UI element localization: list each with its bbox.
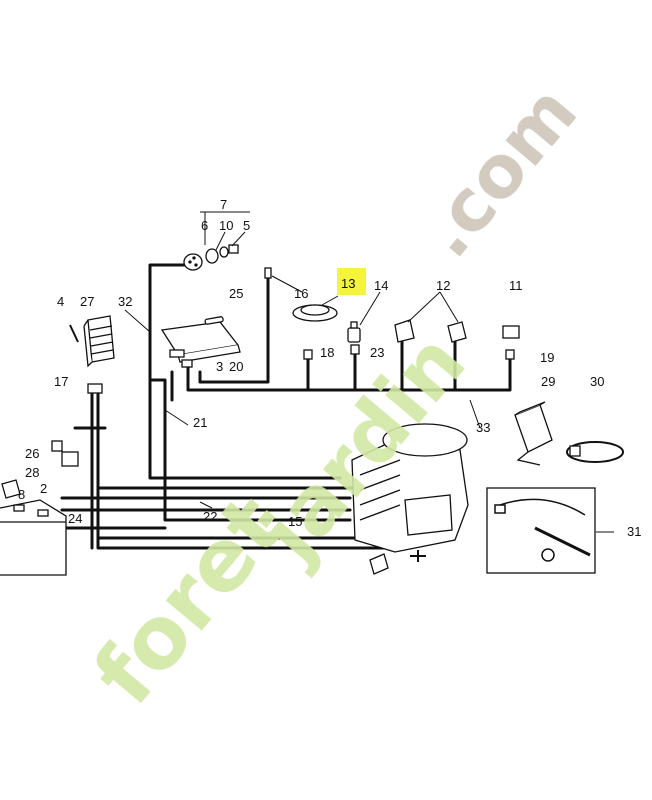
screw-4 xyxy=(69,324,79,343)
callout-30: 30 xyxy=(590,374,604,389)
callout-24: 24 xyxy=(68,511,82,526)
callout-2: 2 xyxy=(40,481,47,496)
callout-3: 3 xyxy=(216,359,223,374)
callout-18: 18 xyxy=(320,345,334,360)
callout-11: 11 xyxy=(509,278,523,293)
callout-26: 26 xyxy=(25,446,39,461)
plug-25 xyxy=(264,267,272,279)
callout-27: 27 xyxy=(80,294,94,309)
wiring-harness xyxy=(60,263,512,550)
connector-18 xyxy=(303,349,313,360)
callout-16: 16 xyxy=(294,286,308,301)
callout-23: 23 xyxy=(370,345,384,360)
callout-4: 4 xyxy=(57,294,64,309)
connector-23 xyxy=(350,344,360,355)
regulator xyxy=(83,315,115,368)
callout-21: 21 xyxy=(193,415,207,430)
callout-10: 10 xyxy=(219,218,233,233)
connector-19 xyxy=(505,349,515,360)
engine xyxy=(351,423,469,562)
relay-11 xyxy=(502,325,520,339)
callout-7: 7 xyxy=(220,197,227,212)
callout-28: 28 xyxy=(25,465,39,480)
leader-lines xyxy=(124,211,614,533)
sensor-16 xyxy=(292,304,338,322)
inset-parts xyxy=(494,498,591,562)
charger-29 xyxy=(514,401,553,466)
callout-13: 13 xyxy=(341,276,355,291)
watermark: foret jardin .com xyxy=(74,70,593,724)
inset-box-31 xyxy=(486,487,596,574)
connector-top xyxy=(183,244,239,271)
callout-15: 15 xyxy=(288,514,302,529)
callout-20: 20 xyxy=(229,359,243,374)
callout-31: 31 xyxy=(627,524,641,539)
control-board xyxy=(160,316,241,368)
switch-12b xyxy=(447,321,467,343)
battery xyxy=(0,499,67,576)
part-28 xyxy=(61,451,79,467)
cable-30 xyxy=(566,441,624,463)
callout-5: 5 xyxy=(243,218,250,233)
callout-32: 32 xyxy=(118,294,132,309)
switch-12a xyxy=(394,319,415,343)
part-8 xyxy=(1,479,21,499)
callout-17: 17 xyxy=(54,374,68,389)
connector-17 xyxy=(87,383,103,394)
callout-labels: 7 6 10 5 4 27 32 25 16 13 14 12 11 18 23… xyxy=(18,197,641,539)
spark-plug-cap xyxy=(369,553,389,575)
callout-19: 19 xyxy=(540,350,554,365)
callout-33: 33 xyxy=(476,420,490,435)
part-26 xyxy=(51,440,63,452)
switch-14 xyxy=(347,321,361,343)
callout-6: 6 xyxy=(201,218,208,233)
components xyxy=(0,244,624,576)
watermark-com: .com xyxy=(404,70,593,273)
callout-14: 14 xyxy=(374,278,388,293)
callout-8: 8 xyxy=(18,487,25,502)
callout-12: 12 xyxy=(436,278,450,293)
callout-29: 29 xyxy=(541,374,555,389)
callout-22: 22 xyxy=(203,509,217,524)
highlight-13 xyxy=(337,268,366,295)
callout-25: 25 xyxy=(229,286,243,301)
